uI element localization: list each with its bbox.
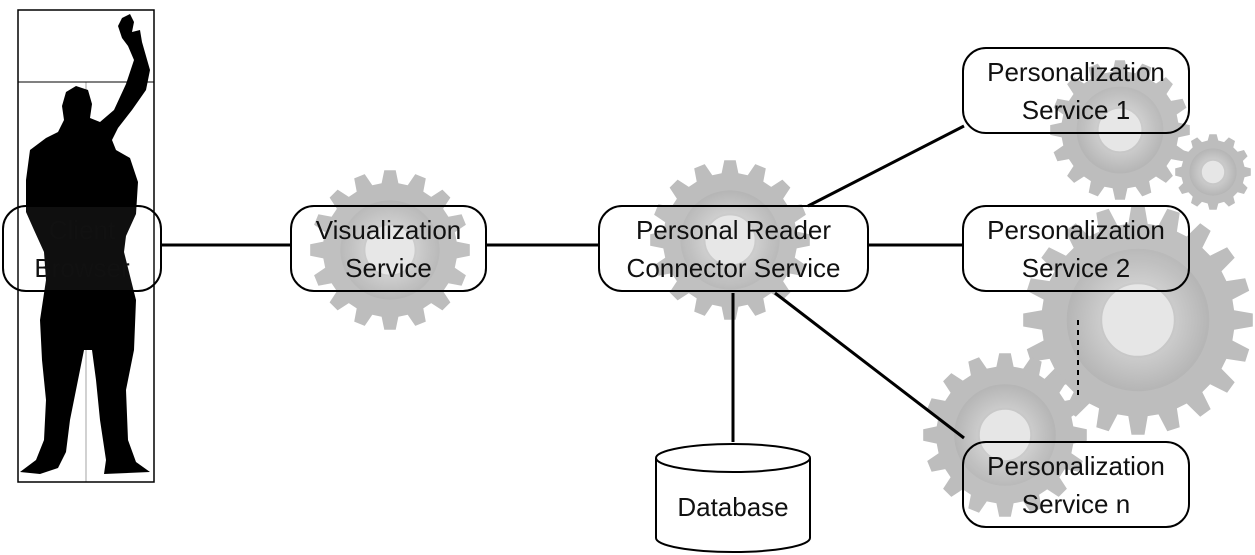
gear-icon-connector bbox=[650, 160, 810, 320]
personalization-service-n-node: Personalization Service n bbox=[962, 441, 1190, 528]
personalization-service-1-label-line1: Personalization bbox=[987, 56, 1165, 87]
personalization-service-2-label-line2: Service 2 bbox=[1021, 252, 1131, 283]
client-browser-node: Client Browser bbox=[2, 205, 162, 292]
personalization-service-n-label-line2: Service n bbox=[1021, 488, 1131, 519]
visualization-service-node: Visualization Service bbox=[290, 205, 487, 292]
edge-connector-p1 bbox=[807, 124, 965, 208]
personalization-service-2-node: Personalization Service 2 bbox=[962, 205, 1190, 292]
gear-icon-small bbox=[1175, 134, 1251, 210]
database-label: Database bbox=[677, 492, 789, 522]
modulor-figure-icon bbox=[17, 9, 155, 483]
edge-connector-pn bbox=[774, 291, 965, 440]
client-browser-label-line2: Browser bbox=[34, 252, 130, 283]
gear-icon-visualization bbox=[310, 170, 470, 330]
gear-icon-p1 bbox=[1050, 60, 1190, 200]
connector-service-label-line1: Personal Reader bbox=[635, 214, 832, 245]
connector-service-label-line2: Connector Service bbox=[626, 252, 841, 283]
gear-group bbox=[310, 60, 1253, 517]
visualization-service-label-line2: Service bbox=[345, 252, 432, 283]
personalization-service-n-label-line1: Personalization bbox=[987, 450, 1165, 481]
connection-lines bbox=[162, 124, 1079, 442]
personalization-service-1-label-line2: Service 1 bbox=[1021, 94, 1131, 125]
visualization-service-label-line1: Visualization bbox=[315, 214, 462, 245]
connector-service-node: Personal Reader Connector Service bbox=[598, 205, 869, 292]
database-cylinder-icon bbox=[655, 443, 811, 553]
gear-icon-large bbox=[1023, 205, 1253, 435]
personalization-service-2-label-line1: Personalization bbox=[987, 214, 1165, 245]
personalization-service-1-node: Personalization Service 1 bbox=[962, 47, 1190, 134]
client-browser-label-line1: Client bbox=[48, 214, 116, 245]
